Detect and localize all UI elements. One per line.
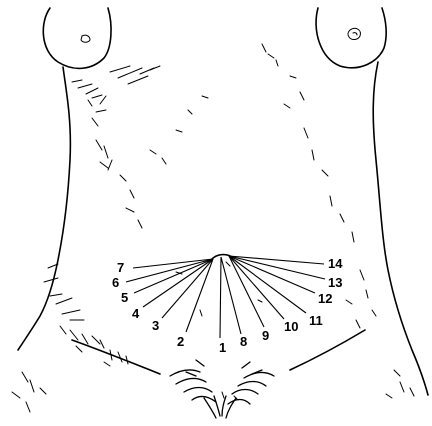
incision-ray-8 bbox=[221, 257, 241, 334]
label-6: 6 bbox=[112, 275, 119, 290]
incision-ray-2 bbox=[186, 259, 213, 332]
right-flank bbox=[373, 62, 428, 395]
left-groin-line bbox=[72, 340, 160, 374]
label-2: 2 bbox=[177, 334, 184, 349]
right-breast-outline bbox=[316, 8, 386, 68]
breasts bbox=[43, 8, 386, 68]
label-4: 4 bbox=[132, 306, 140, 321]
left-nipple bbox=[81, 35, 90, 42]
incision-ray-6 bbox=[126, 259, 213, 282]
pubic-hair bbox=[170, 360, 274, 418]
label-9: 9 bbox=[262, 328, 269, 343]
label-3: 3 bbox=[152, 318, 159, 333]
right-groin-line bbox=[290, 330, 365, 370]
left-flank bbox=[18, 67, 70, 350]
label-10: 10 bbox=[284, 319, 298, 334]
label-7: 7 bbox=[117, 260, 124, 275]
incision-ray-14 bbox=[229, 256, 324, 264]
label-1: 1 bbox=[219, 340, 226, 355]
incision-ray-9 bbox=[229, 256, 264, 327]
incision-ray-13 bbox=[229, 256, 325, 279]
shading bbox=[12, 44, 414, 412]
label-5: 5 bbox=[121, 290, 128, 305]
incision-labels: 1 2 3 4 5 6 7 8 9 10 11 12 13 14 bbox=[112, 256, 343, 355]
label-11: 11 bbox=[309, 313, 323, 328]
incision-ray-10 bbox=[229, 256, 284, 319]
label-13: 13 bbox=[328, 275, 342, 290]
label-8: 8 bbox=[240, 334, 247, 349]
right-nipple bbox=[348, 28, 360, 39]
label-14: 14 bbox=[328, 256, 343, 271]
incision-ray-5 bbox=[134, 259, 213, 293]
left-breast-outline bbox=[43, 8, 111, 68]
label-12: 12 bbox=[318, 291, 332, 306]
incision-ray-1 bbox=[220, 257, 221, 338]
